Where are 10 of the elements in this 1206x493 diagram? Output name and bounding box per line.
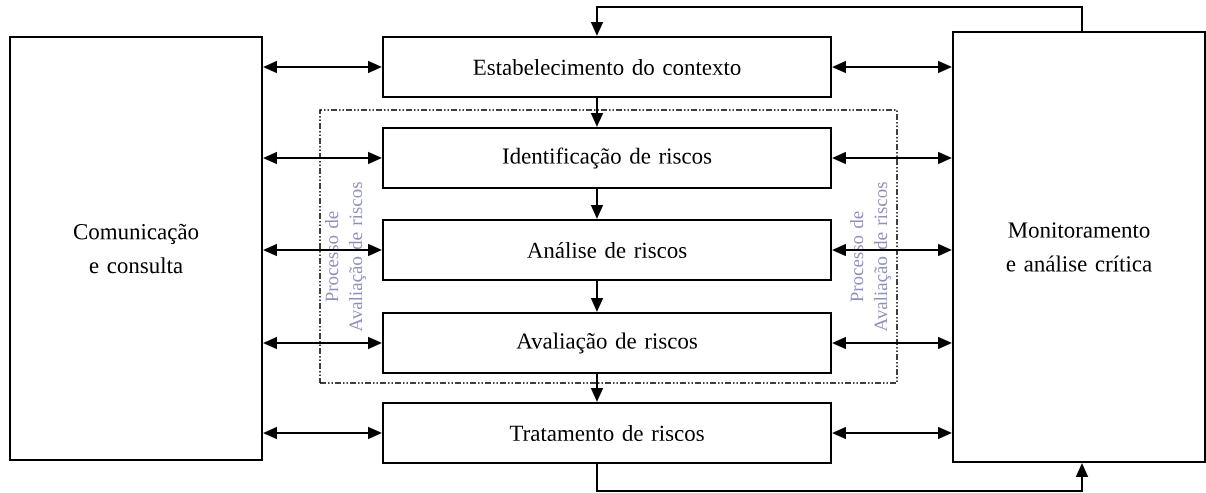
process-box: Análise de riscos xyxy=(382,219,832,281)
process-box: Identificação de riscos xyxy=(382,127,832,189)
rotated-label: Processo de Avaliação de riscos xyxy=(325,182,367,332)
process-box: Tratamento de riscos xyxy=(382,402,832,464)
process-box: Estabelecimento do contexto xyxy=(382,36,832,98)
rotated-label: Processo de Avaliação de riscos xyxy=(850,182,892,332)
side-box: Monitoramento e análise crítica xyxy=(952,31,1206,463)
process-box: Avaliação de riscos xyxy=(382,312,832,374)
side-box: Comunicação e consulta xyxy=(9,36,263,461)
dashed-frame xyxy=(319,109,898,384)
